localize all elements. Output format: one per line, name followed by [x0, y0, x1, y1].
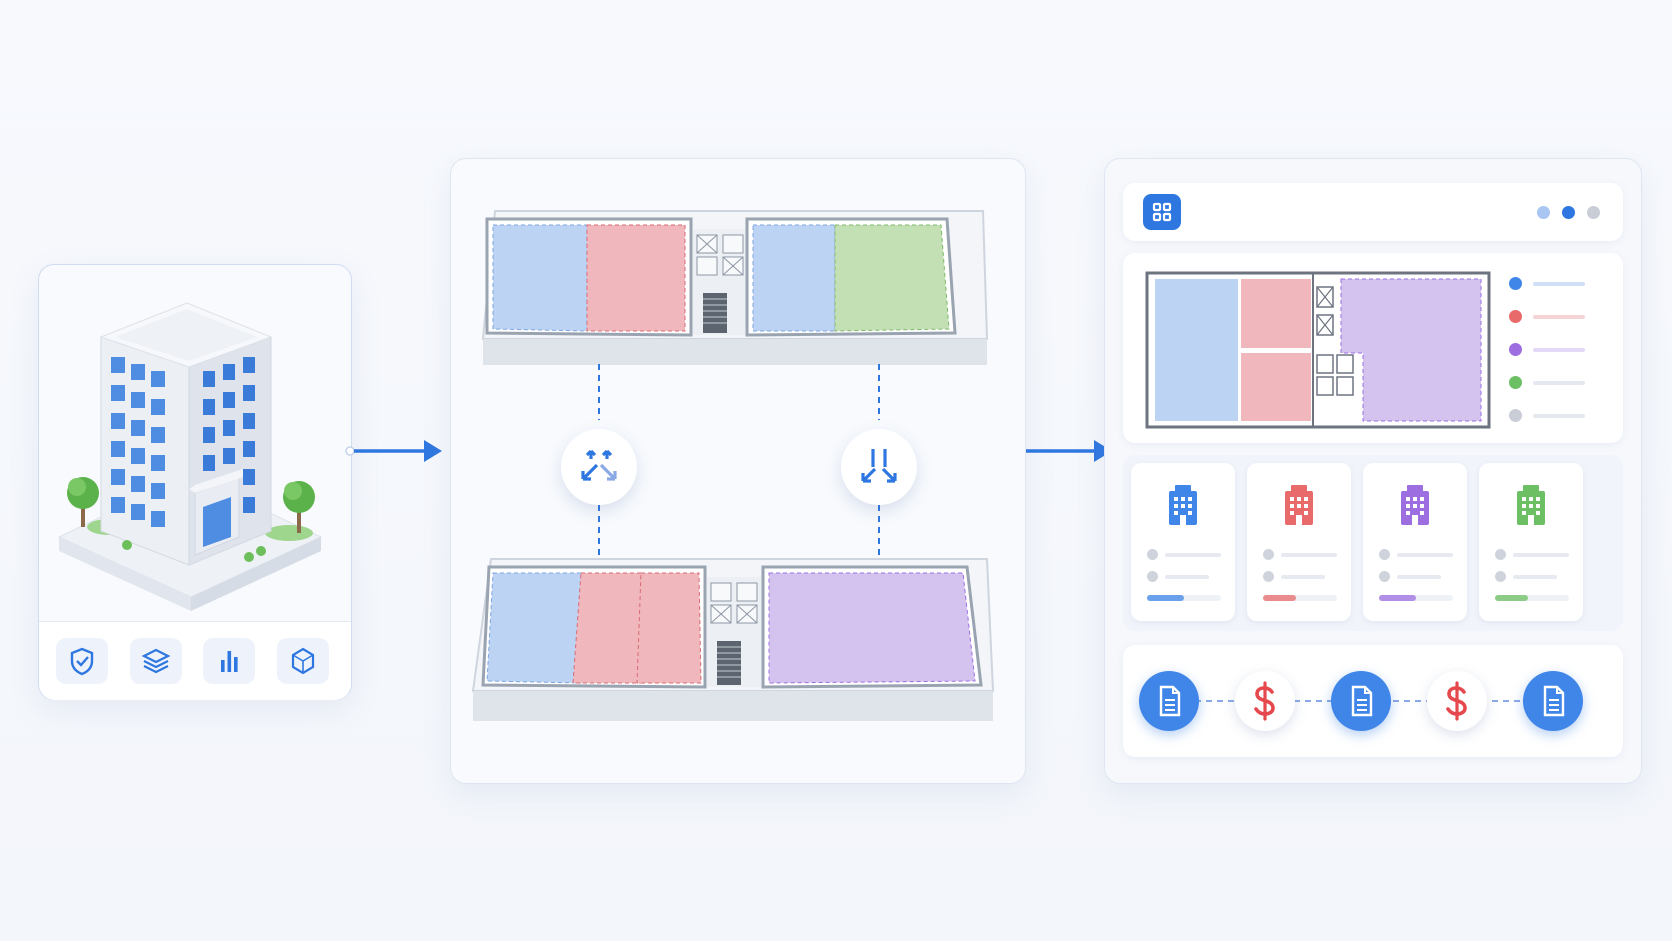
- progress-fill: [1495, 595, 1529, 601]
- tenant-cards-row: [1123, 455, 1623, 631]
- legend-dot: [1509, 310, 1522, 323]
- legend-line: [1533, 315, 1585, 319]
- legend-line: [1533, 348, 1585, 352]
- floorplans-card: [450, 158, 1026, 784]
- info-dot: [1379, 571, 1390, 582]
- dashboard-card: [1104, 158, 1642, 784]
- tenant-card[interactable]: [1247, 463, 1351, 621]
- legend-dot: [1509, 277, 1522, 290]
- legend-dot: [1509, 409, 1522, 422]
- legend: [1509, 277, 1609, 427]
- legend-line: [1533, 381, 1585, 385]
- progress-fill: [1263, 595, 1297, 601]
- document-icon[interactable]: [1523, 671, 1583, 731]
- building-icon: [1401, 485, 1429, 525]
- tenant-card[interactable]: [1479, 463, 1583, 621]
- floorplan-bottom: [471, 558, 995, 721]
- floorplan-2d: [1145, 271, 1491, 429]
- tenant-card[interactable]: [1363, 463, 1467, 621]
- info-dot: [1495, 571, 1506, 582]
- dashboard-header: [1123, 183, 1623, 241]
- document-icon[interactable]: [1331, 671, 1391, 731]
- building-icon: [1517, 485, 1545, 525]
- merge-arrows-icon[interactable]: [841, 429, 917, 505]
- legend-line: [1533, 414, 1585, 418]
- hexagon-icon[interactable]: [277, 638, 329, 684]
- building-illustration: [57, 302, 323, 611]
- layers-icon[interactable]: [130, 638, 182, 684]
- info-line: [1397, 575, 1441, 579]
- grid-icon[interactable]: [1143, 194, 1181, 230]
- bar-chart-icon[interactable]: [203, 638, 255, 684]
- info-dot: [1495, 549, 1506, 560]
- flow-arrow: [345, 440, 442, 462]
- info-dot: [1263, 549, 1274, 560]
- window-dot[interactable]: [1562, 206, 1575, 219]
- floorplan-panel: [1123, 253, 1623, 443]
- progress-track: [1379, 595, 1453, 601]
- info-line: [1165, 553, 1221, 557]
- info-dot: [1147, 571, 1158, 582]
- progress-fill: [1147, 595, 1184, 601]
- legend-line: [1533, 282, 1585, 286]
- window-dot[interactable]: [1587, 206, 1600, 219]
- progress-fill: [1379, 595, 1416, 601]
- building-card: [38, 264, 352, 700]
- progress-track: [1147, 595, 1221, 601]
- shield-icon[interactable]: [56, 638, 108, 684]
- info-line: [1281, 575, 1325, 579]
- connector-lines: [598, 364, 880, 560]
- building-icon: [1169, 485, 1197, 525]
- tenant-card[interactable]: [1131, 463, 1235, 621]
- payment-flow-row: [1123, 645, 1623, 757]
- legend-dot: [1509, 376, 1522, 389]
- legend-dot: [1509, 343, 1522, 356]
- info-dot: [1379, 549, 1390, 560]
- dollar-icon[interactable]: [1235, 671, 1295, 731]
- split-arrows-icon[interactable]: [561, 429, 637, 505]
- info-line: [1165, 575, 1209, 579]
- document-icon[interactable]: [1139, 671, 1199, 731]
- info-dot: [1147, 549, 1158, 560]
- building-icon: [1285, 485, 1313, 525]
- floorplan-top: [481, 210, 989, 365]
- info-line: [1281, 553, 1337, 557]
- progress-track: [1495, 595, 1569, 601]
- info-dot: [1263, 571, 1274, 582]
- info-line: [1513, 553, 1569, 557]
- info-line: [1513, 575, 1557, 579]
- window-dot[interactable]: [1537, 206, 1550, 219]
- building-toolbar: [39, 621, 351, 700]
- info-line: [1397, 553, 1453, 557]
- progress-track: [1263, 595, 1337, 601]
- dollar-icon[interactable]: [1427, 671, 1487, 731]
